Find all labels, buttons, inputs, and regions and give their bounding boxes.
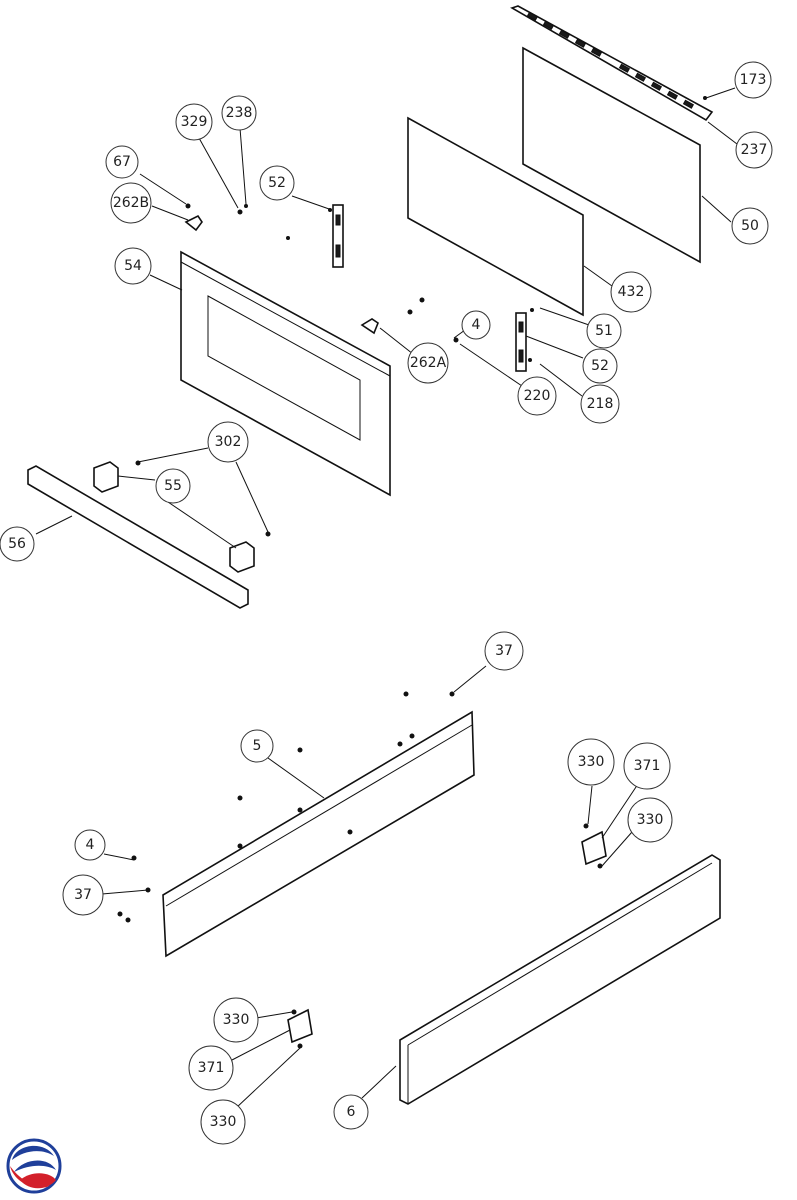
clip-262b: [184, 214, 203, 232]
svg-text:218: 218: [587, 396, 614, 412]
drawer-front-panel: [399, 854, 721, 1105]
svg-text:330: 330: [223, 1012, 250, 1028]
svg-text:56: 56: [8, 536, 26, 552]
svg-text:237: 237: [741, 142, 768, 158]
callout-329: 329: [175, 103, 213, 141]
svg-text:4: 4: [472, 317, 481, 333]
door-hinge-right: [515, 312, 527, 372]
callout-52-left: 52: [259, 165, 295, 201]
handle-end-cap-top: [93, 461, 119, 493]
callout-330-left-bottom: 330: [200, 1099, 246, 1145]
drawer-bracket-right: [581, 830, 607, 866]
door-handle-bar: [27, 465, 249, 609]
leader-lines: [35, 87, 738, 1109]
svg-text:329: 329: [181, 114, 208, 130]
door-hinge-left: [332, 204, 344, 268]
door-outer-frame: [180, 250, 391, 497]
callout-238: 238: [221, 95, 257, 131]
callout-173: 173: [734, 61, 772, 99]
svg-text:330: 330: [210, 1114, 237, 1130]
svg-text:173: 173: [740, 72, 767, 88]
svg-text:220: 220: [524, 388, 551, 404]
svg-text:5: 5: [253, 738, 262, 754]
svg-text:302: 302: [215, 434, 242, 450]
callout-52-right: 52: [582, 348, 618, 384]
door-top-vent-strip: [510, 5, 714, 122]
callout-432: 432: [610, 271, 652, 313]
svg-text:371: 371: [198, 1060, 225, 1076]
callout-51: 51: [586, 313, 622, 349]
drawer-bracket-left: [287, 1008, 313, 1044]
svg-text:262A: 262A: [410, 355, 447, 371]
callout-37-lower: 37: [62, 874, 104, 916]
upper-screws: [135, 96, 707, 537]
callout-218: 218: [580, 384, 620, 424]
handle-end-cap-bottom: [229, 541, 255, 573]
callout-330-right-bottom: 330: [627, 797, 673, 843]
svg-text:4: 4: [86, 837, 95, 853]
callout-330-left-top: 330: [213, 997, 259, 1043]
callout-5: 5: [240, 729, 274, 763]
svg-text:52: 52: [591, 358, 609, 374]
callout-262a: 262A: [407, 342, 449, 384]
callout-330-right-top: 330: [567, 738, 615, 786]
inner-glass-panel: [407, 116, 584, 317]
svg-text:262B: 262B: [113, 195, 149, 211]
callout-54: 54: [114, 247, 152, 285]
callout-4-lower: 4: [74, 829, 106, 861]
svg-text:67: 67: [113, 154, 131, 170]
callout-237: 237: [735, 131, 773, 169]
callout-67: 67: [105, 145, 139, 179]
svg-text:51: 51: [595, 323, 613, 339]
svg-text:330: 330: [578, 754, 605, 770]
callout-4-upper: 4: [461, 310, 491, 340]
callout-302: 302: [207, 421, 249, 463]
svg-text:330: 330: [637, 812, 664, 828]
callout-371-right: 371: [623, 742, 671, 790]
callout-220: 220: [517, 376, 557, 416]
svg-text:238: 238: [226, 105, 253, 121]
drawer-inner-panel: [162, 710, 475, 958]
callout-56: 56: [0, 526, 35, 562]
svg-text:52: 52: [268, 175, 286, 191]
clip-262a: [360, 318, 379, 335]
callout-50: 50: [731, 207, 769, 245]
svg-text:54: 54: [124, 258, 142, 274]
svg-text:432: 432: [618, 284, 645, 300]
callout-37-upper: 37: [484, 631, 524, 671]
svg-text:371: 371: [634, 758, 661, 774]
callout-6: 6: [333, 1094, 369, 1130]
svg-text:55: 55: [164, 478, 182, 494]
svg-text:37: 37: [74, 887, 92, 903]
callout-262b: 262B: [110, 182, 152, 224]
svg-text:37: 37: [495, 643, 513, 659]
svg-text:50: 50: [741, 218, 759, 234]
brand-swirl-logo: [6, 1138, 62, 1194]
lower-screws: [117, 691, 603, 1049]
callout-55: 55: [155, 468, 191, 504]
svg-text:6: 6: [347, 1104, 356, 1120]
outer-glass-panel: [522, 46, 701, 264]
callout-371-left: 371: [188, 1045, 234, 1091]
